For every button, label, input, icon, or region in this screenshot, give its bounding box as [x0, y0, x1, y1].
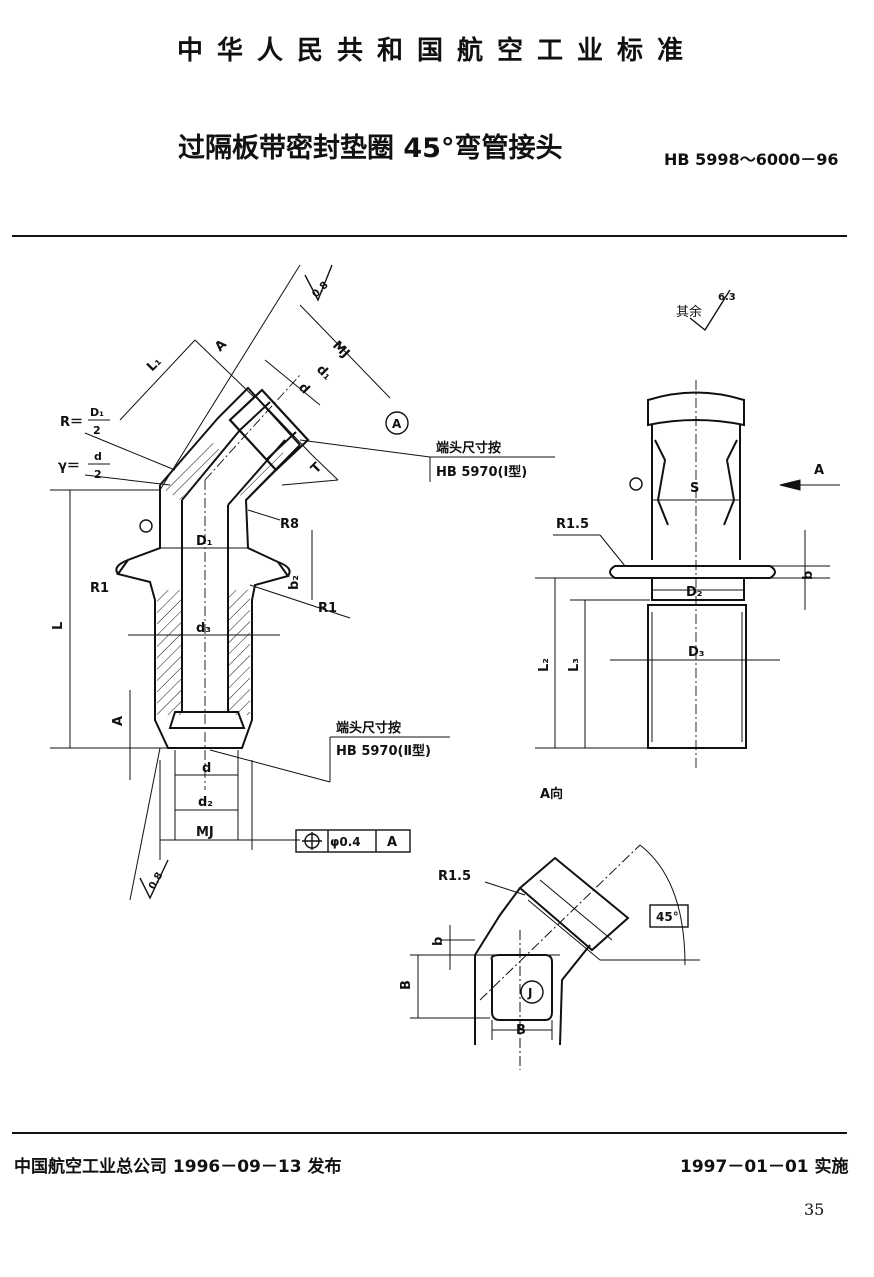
label-j: J [527, 986, 532, 1000]
top-divider [12, 235, 847, 237]
label-45: 45° [656, 910, 679, 924]
label-r8: R8 [280, 517, 299, 532]
label-r1-left: R1 [90, 581, 109, 596]
label-d-top: d [295, 380, 312, 397]
label-d1-frac: D₁ [90, 406, 104, 419]
left-center-lines [204, 374, 301, 790]
label-end-ref-2: HB 5970(Ⅱ型) [336, 743, 431, 759]
label-d1-mid: D₁ [196, 534, 213, 549]
label-roughness-top: 0.8 [310, 280, 330, 300]
label-b-small: b [431, 937, 446, 946]
j-bubble [520, 980, 544, 1004]
left-section-view [115, 386, 313, 749]
label-a-arrow: A [814, 463, 824, 478]
label-two-2: 2 [94, 468, 102, 481]
label-tolerance: φ0.4 [330, 835, 361, 849]
label-end-dims-1: 端头尺寸按 [436, 440, 501, 456]
standard-header: 中华人民共和国航空工业标准 [176, 36, 697, 66]
label-two-1: 2 [93, 424, 101, 437]
label-a-left: A [111, 716, 126, 726]
left-dimension-lines [50, 264, 555, 901]
effective-info: 1997－01－01 实施 [680, 1157, 849, 1177]
label-r15-bottom: R1.5 [438, 869, 471, 884]
label-bubble-a: A [392, 417, 402, 431]
label-d-bottom: d [202, 761, 211, 776]
bottom-divider [12, 1132, 847, 1134]
tolerance-frame [295, 829, 411, 853]
label-roughness-bottom: 0.8 [147, 871, 165, 892]
label-d1-top: d₁ [313, 362, 334, 383]
label-r1-right: R1 [318, 601, 337, 616]
label-end-ref-1: HB 5970(Ⅰ型) [436, 464, 527, 480]
label-l2: L₂ [537, 658, 552, 672]
label-d-frac: d [94, 450, 102, 463]
label-roughness-rest: 其余 [676, 304, 702, 320]
label-d3-right: D₃ [688, 645, 705, 660]
document-title: 过隔板带密封垫圈 45°弯管接头 [178, 133, 563, 164]
label-l: L [51, 622, 66, 630]
label-l3: L₃ [567, 658, 582, 672]
label-datum-a: A [387, 835, 397, 850]
label-d3: d₃ [196, 621, 211, 636]
right-elevation-view [609, 391, 776, 749]
label-d2-bottom: d₂ [198, 795, 213, 810]
page-number: 35 [804, 1200, 825, 1219]
issued-info: 中国航空工业总公司 1996－09－13 发布 [14, 1157, 342, 1177]
roughness-marks [139, 264, 731, 900]
label-b-right: b [801, 571, 816, 580]
label-roughness-rest-val: 6.3 [718, 292, 736, 303]
label-b-bottom: B [516, 1023, 526, 1038]
label-mj-bottom: MJ [196, 825, 214, 840]
label-view-a: A向 [540, 786, 563, 802]
a-view-dims [410, 844, 700, 1070]
detail-a-bubble [385, 411, 409, 435]
standard-number: HB 5998～6000－96 [664, 150, 839, 169]
right-dimension-lines [535, 479, 840, 749]
label-r15-right: R1.5 [556, 517, 589, 532]
label-t: T [308, 460, 325, 477]
label-gamma: γ＝ [58, 459, 80, 474]
label-b2: b₂ [287, 575, 302, 590]
angle-45-box [649, 904, 689, 928]
label-l1: L₁ [144, 354, 164, 374]
label-a-top: A [212, 337, 230, 355]
label-end-dims-2: 端头尺寸按 [336, 720, 401, 736]
label-r-eq: R＝ [60, 415, 83, 430]
label-d2-right: D₂ [686, 585, 703, 600]
label-s: S [690, 481, 699, 496]
label-mj-top: MJ [329, 338, 352, 361]
label-b-large: B [399, 980, 414, 990]
